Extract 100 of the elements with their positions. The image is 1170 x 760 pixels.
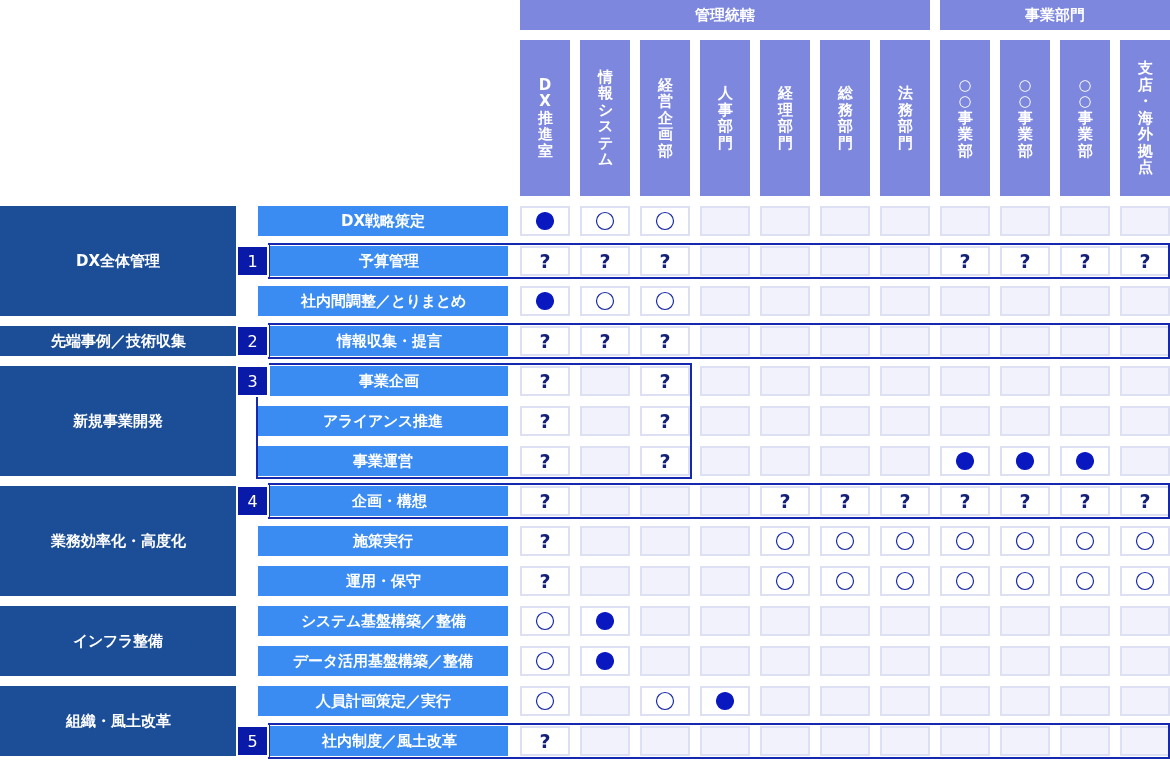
matrix-cell (1000, 406, 1050, 436)
matrix-cell (760, 366, 810, 396)
matrix-cell: ? (520, 726, 570, 756)
category-label: 業務効率化・高度化 (0, 486, 236, 596)
matrix-cell (880, 206, 930, 236)
matrix-cell (880, 526, 930, 556)
matrix-cell: ? (640, 326, 690, 356)
matrix-cell (940, 566, 990, 596)
matrix-cell (760, 726, 810, 756)
task-label: 事業企画 (270, 366, 508, 396)
matrix-cell (1120, 366, 1170, 396)
matrix-cell (1060, 326, 1110, 356)
matrix-cell (880, 366, 930, 396)
matrix-cell (1000, 206, 1050, 236)
matrix-cell (760, 246, 810, 276)
matrix-cell (700, 206, 750, 236)
matrix-cell (1000, 286, 1050, 316)
matrix-cell (580, 446, 630, 476)
matrix-cell (640, 566, 690, 596)
matrix-cell (580, 366, 630, 396)
matrix-cell: ? (1120, 246, 1170, 276)
matrix-cell (520, 286, 570, 316)
matrix-cell (700, 526, 750, 556)
matrix-cell: ? (520, 566, 570, 596)
number-badge: 4 (236, 485, 269, 517)
task-label: アライアンス推進 (258, 406, 508, 436)
matrix-cell (640, 206, 690, 236)
matrix-cell (640, 486, 690, 516)
matrix-cell (580, 606, 630, 636)
matrix-cell (700, 446, 750, 476)
matrix-cell (820, 686, 870, 716)
matrix-cell (880, 726, 930, 756)
matrix-cell (640, 686, 690, 716)
matrix-cell: ? (1120, 486, 1170, 516)
matrix-cell (880, 686, 930, 716)
matrix-cell: ? (1000, 246, 1050, 276)
matrix-cell (1060, 526, 1110, 556)
task-label: 施策実行 (258, 526, 508, 556)
matrix-cell (580, 206, 630, 236)
matrix-cell (820, 646, 870, 676)
matrix-cell (1060, 406, 1110, 436)
matrix-cell (940, 646, 990, 676)
matrix-cell: ? (520, 406, 570, 436)
matrix-cell: ? (640, 366, 690, 396)
matrix-cell (880, 606, 930, 636)
matrix-cell: ? (1060, 486, 1110, 516)
matrix-cell (580, 646, 630, 676)
matrix-cell (1120, 406, 1170, 436)
matrix-cell (760, 406, 810, 436)
matrix-cell (760, 446, 810, 476)
matrix-cell: ? (940, 246, 990, 276)
matrix-cell (820, 526, 870, 556)
matrix-cell (520, 686, 570, 716)
task-label: 社内間調整／とりまとめ (258, 286, 508, 316)
matrix-cell (640, 606, 690, 636)
task-label: 予算管理 (270, 246, 508, 276)
group-header: 管理統轄 (520, 0, 930, 30)
matrix-cell: ? (520, 246, 570, 276)
matrix-cell (940, 286, 990, 316)
task-label: 運用・保守 (258, 566, 508, 596)
matrix-cell (700, 406, 750, 436)
matrix-cell (1000, 566, 1050, 596)
matrix-cell (880, 646, 930, 676)
category-label: 新規事業開発 (0, 366, 236, 476)
matrix-cell (880, 406, 930, 436)
task-label: システム基盤構築／整備 (258, 606, 508, 636)
matrix-cell (760, 526, 810, 556)
matrix-cell (760, 566, 810, 596)
task-label: 社内制度／風土改革 (270, 726, 508, 756)
matrix-cell (700, 646, 750, 676)
matrix-cell (820, 566, 870, 596)
matrix-cell (700, 366, 750, 396)
matrix-cell: ? (820, 486, 870, 516)
task-label: データ活用基盤構築／整備 (258, 646, 508, 676)
number-badge: 5 (236, 725, 269, 757)
matrix-cell: ? (640, 406, 690, 436)
number-badge: 3 (236, 365, 269, 397)
group-header: 事業部門 (940, 0, 1170, 30)
category-label: 先端事例／技術収集 (0, 326, 236, 356)
category-label: DX全体管理 (0, 206, 236, 316)
matrix-cell (940, 606, 990, 636)
matrix-cell (1000, 446, 1050, 476)
matrix-cell (820, 326, 870, 356)
matrix-cell (880, 446, 930, 476)
task-label: 企画・構想 (270, 486, 508, 516)
matrix-cell (760, 206, 810, 236)
matrix-cell (1000, 326, 1050, 356)
matrix-cell (580, 686, 630, 716)
matrix-cell (940, 726, 990, 756)
matrix-cell (1060, 566, 1110, 596)
matrix-cell (1060, 606, 1110, 636)
column-header: 支店・海外拠点 (1120, 40, 1170, 196)
matrix-cell (1000, 686, 1050, 716)
matrix-cell (1120, 326, 1170, 356)
matrix-cell (1120, 206, 1170, 236)
matrix-cell: ? (520, 366, 570, 396)
matrix-cell (700, 686, 750, 716)
column-header: ○○事業部 (940, 40, 990, 196)
matrix-cell (1060, 366, 1110, 396)
matrix-cell: ? (520, 526, 570, 556)
